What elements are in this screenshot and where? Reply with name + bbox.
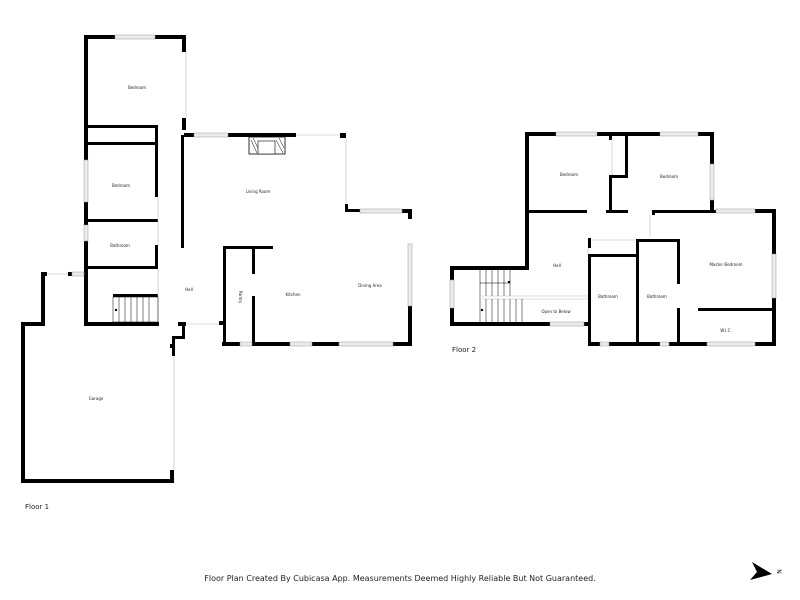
compass-north-label: N (774, 569, 782, 574)
room-label-bathroom-2: Bathroom (598, 294, 618, 299)
floor-2-windows (449, 131, 777, 347)
floor-1-stairs (112, 296, 159, 323)
compass: N (746, 560, 786, 594)
room-label-hall-2: Hall (553, 263, 561, 268)
floor-1-windows (71, 34, 413, 347)
room-label-open-to-below: Open to Below (541, 309, 571, 314)
floor-2-thin-lines (482, 138, 651, 300)
room-label-living-room: Living Room (246, 189, 271, 194)
floor-2-stairs (479, 270, 523, 322)
room-label-bedroom-4: Bedroom (660, 174, 678, 179)
room-label-master-bedroom: Master Bedroom (709, 262, 742, 267)
room-label-hall-1: Hall (185, 287, 193, 292)
room-label-dining-area: Dining Area (358, 283, 382, 288)
fireplace (248, 136, 286, 155)
room-label-bedroom-3: Bedroom (560, 172, 578, 177)
floor-2-label: Floor 2 (452, 346, 477, 354)
floor-1-walls (21, 35, 412, 483)
room-label-pantry: Pantry (238, 291, 243, 304)
floor-2-walls (450, 132, 776, 346)
north-arrow-icon (750, 562, 772, 580)
room-label-bedroom-1: Bedroom (128, 85, 146, 90)
room-label-bathroom-1: Bathroom (110, 243, 130, 248)
room-label-bedroom-2: Bedroom (112, 183, 130, 188)
room-label-kitchen: Kitchen (285, 292, 300, 297)
floor-1-label: Floor 1 (25, 503, 50, 511)
floor-1-thin-lines (47, 52, 347, 470)
room-label-wic: W.I.C. (720, 328, 731, 333)
room-label-garage: Garage (89, 396, 104, 401)
room-label-bathroom-3: Bathroom (647, 294, 667, 299)
footer-disclaimer: Floor Plan Created By Cubicasa App. Meas… (204, 574, 596, 583)
